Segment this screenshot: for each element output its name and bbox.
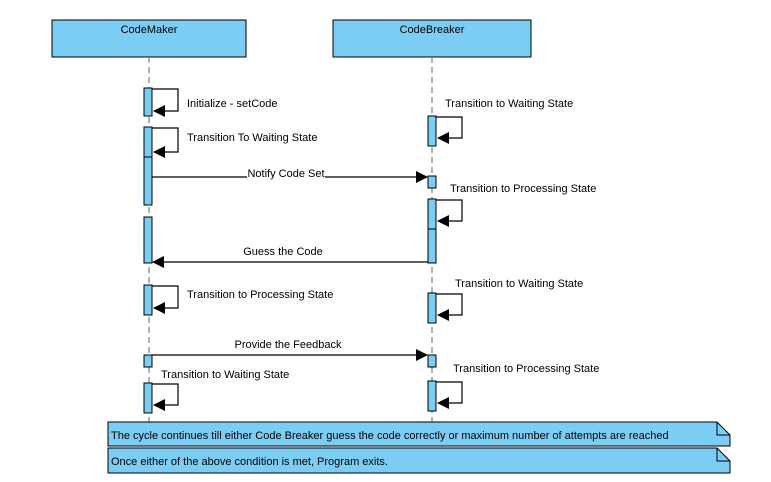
message-label-cm-to-waiting: Transition to Waiting State [161,369,289,381]
activation-bar-codebreaker[interactable] [427,292,437,324]
lifeline-head-codemaker[interactable]: CodeMaker [51,19,247,58]
activation-bar-codemaker[interactable] [143,354,153,368]
lifeline-codemaker-label: CodeMaker [121,24,178,36]
activation-bar-codebreaker[interactable] [427,175,437,189]
message-label-cb-to-processing: Transition to Processing State [450,183,596,195]
self-message-arrow[interactable] [436,116,463,144]
message-label-notify-code-set: Notify Code Set [247,168,324,180]
message-label-initialize: Initialize - setCode [187,98,278,110]
self-message-arrow[interactable] [152,88,179,117]
activation-bar-codemaker[interactable] [143,126,153,206]
activation-bar-codemaker[interactable] [143,284,153,316]
note-cycle[interactable]: The cycle continues till either Code Bre… [107,421,731,447]
activation-bar-codebreaker[interactable] [427,198,437,264]
message-label-cm-to-processing: Transition to Processing State [187,289,333,301]
self-message-arrow[interactable] [152,127,179,158]
note-cycle-text: The cycle continues till either Code Bre… [111,430,669,442]
note-exit-text: Once either of the above condition is me… [111,456,388,468]
activation-bar-codemaker[interactable] [143,216,153,264]
message-label-cb-to-processing: Transition to Processing State [453,363,599,375]
activation-bar-codemaker[interactable] [143,87,153,117]
activation-bar-codebreaker[interactable] [427,380,437,412]
message-label-cm-to-waiting: Transition To Waiting State [187,132,317,144]
activation-bar-codebreaker[interactable] [427,115,437,147]
note-exit[interactable]: Once either of the above condition is me… [107,447,731,474]
self-message-arrow[interactable] [436,199,463,227]
activation-bar-codemaker[interactable] [143,382,153,414]
self-message-arrow[interactable] [152,383,179,411]
message-label-cb-to-waiting: Transition to Waiting State [445,98,573,110]
message-label-guess-code: Guess the Code [243,246,323,258]
self-message-arrow[interactable] [152,285,179,314]
lifeline-head-codebreaker[interactable]: CodeBreaker [332,19,532,58]
activation-bar-codebreaker[interactable] [427,354,437,368]
self-message-arrow[interactable] [436,381,463,409]
message-label-provide-feedback: Provide the Feedback [234,339,342,351]
self-message-arrow[interactable] [436,293,463,321]
lifeline-codebreaker-label: CodeBreaker [400,24,465,36]
message-label-cb-to-waiting: Transition to Waiting State [455,278,583,290]
